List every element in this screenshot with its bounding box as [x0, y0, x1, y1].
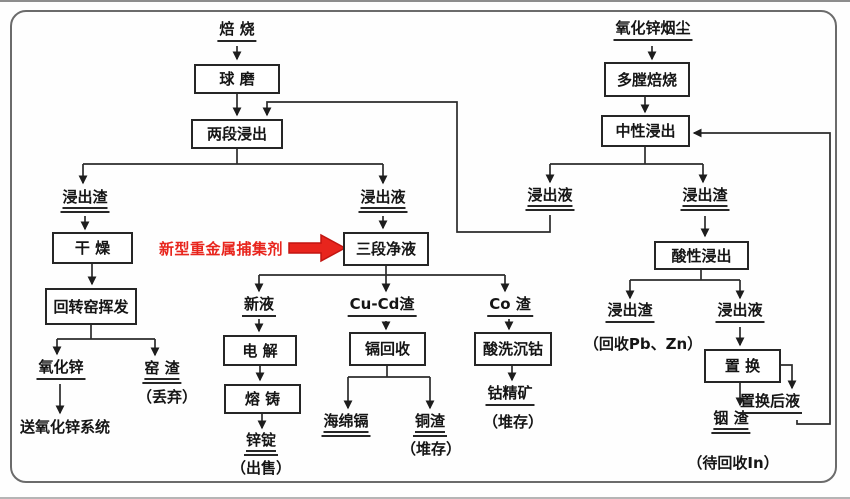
- node-cobalt-concentrate: 钴精矿: [485, 384, 535, 406]
- node-recover-pb-zn-note: （回收Pb、Zn）: [583, 335, 703, 353]
- box-acid-leaching: 酸性浸出: [654, 241, 749, 270]
- box-cadmium-recovery: 镉回收: [349, 332, 426, 366]
- box-melting-casting: 熔 铸: [224, 384, 301, 414]
- node-kiln-slag: 窑 渣: [142, 359, 182, 384]
- box-three-stage-purification: 三段净液: [343, 232, 429, 266]
- node-after-replacement-liquor: 置换后液: [737, 392, 803, 414]
- node-copper-slag-note: （堆存）: [400, 440, 462, 458]
- node-indium-slag-note: （待回收In）: [687, 454, 779, 472]
- node-new-liquor: 新液: [241, 295, 277, 317]
- node-co-slag: Co 渣: [487, 295, 533, 317]
- node-zinc-ingot: 锌锭: [243, 431, 279, 456]
- node-cu-cd-slag: Cu-Cd渣: [347, 295, 417, 317]
- box-multi-hearth-roasting: 多膛焙烧: [604, 62, 690, 97]
- box-acid-wash-cobalt: 酸洗沉钴: [474, 332, 552, 366]
- node-sponge-cadmium: 海绵镉: [321, 412, 371, 437]
- box-electrolysis: 电 解: [223, 335, 297, 366]
- annotation-new-heavy-metal-collector: 新型重金属捕集剂: [158, 240, 284, 258]
- node-cobalt-concentrate-note: （堆存）: [482, 413, 544, 431]
- box-ball-mill: 球 磨: [194, 64, 280, 94]
- node-leach-liquor-mid: 浸出液: [358, 188, 408, 213]
- box-drying: 干 燥: [52, 232, 133, 264]
- box-neutral-leaching: 中性浸出: [601, 115, 690, 147]
- node-zinc-oxide-dust: 氧化锌烟尘: [613, 19, 693, 41]
- node-leach-liquor-bottom: 浸出液: [715, 301, 765, 323]
- box-rotary-kiln-volatilization: 回转窑挥发: [45, 288, 137, 325]
- node-copper-slag: 铜渣: [412, 412, 448, 437]
- node-zinc-oxide: 氧化锌: [36, 358, 86, 380]
- node-roasting: 焙 烧: [217, 20, 257, 42]
- red-block-arrow-icon: [288, 233, 347, 263]
- box-two-stage-leaching: 两段浸出: [191, 119, 283, 149]
- diagram-frame: [10, 10, 837, 483]
- node-leach-residue-left: 浸出渣: [60, 188, 110, 213]
- node-kiln-slag-note: （丢弃）: [136, 388, 198, 406]
- node-leach-liquor-right: 浸出液: [525, 186, 575, 211]
- node-zinc-ingot-note: （出售）: [230, 459, 292, 477]
- node-to-zinc-oxide-system: 送氧化锌系统: [19, 418, 111, 436]
- node-leach-residue-bottom: 浸出渣: [605, 301, 655, 323]
- node-leach-residue-right: 浸出渣: [680, 186, 730, 211]
- box-replacement: 置 换: [704, 349, 781, 383]
